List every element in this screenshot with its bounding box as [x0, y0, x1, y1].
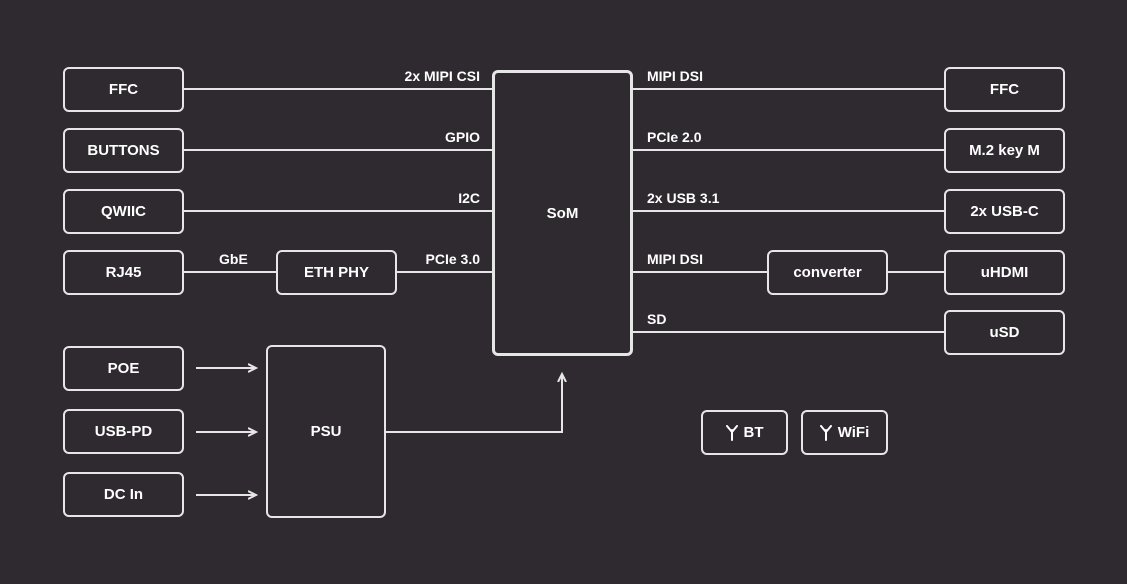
qwiic-label: QWIIC	[101, 203, 146, 220]
usd-label: uSD	[989, 324, 1020, 341]
converter-label: converter	[793, 264, 862, 281]
wifi-label: WiFi	[837, 424, 870, 441]
som-box: SoM	[492, 70, 633, 356]
poe-label: POE	[107, 360, 140, 377]
label-gbe: GbE	[219, 251, 248, 267]
ffc-in-box: FFC	[63, 67, 184, 112]
buttons-box: BUTTONS	[63, 128, 184, 173]
label-usb31: 2x USB 3.1	[647, 190, 720, 206]
label-i2c: I2C	[458, 190, 480, 206]
usbc-label: 2x USB-C	[970, 203, 1039, 220]
qwiic-box: QWIIC	[63, 189, 184, 234]
label-pcie2: PCIe 2.0	[647, 129, 702, 145]
psu-label: PSU	[310, 423, 342, 440]
arrow-psu-som	[386, 374, 562, 433]
usb-pd-box: USB-PD	[63, 409, 184, 454]
m2-box: M.2 key M	[944, 128, 1065, 173]
label-sd: SD	[647, 311, 667, 327]
uhdmi-label: uHDMI	[980, 264, 1029, 281]
psu-box: PSU	[266, 345, 386, 518]
label-mipi-dsi-1: MIPI DSI	[647, 68, 704, 84]
ffc-in-label: FFC	[108, 81, 139, 98]
dc-in-label: DC In	[103, 486, 144, 503]
ffc-out-box: FFC	[944, 67, 1065, 112]
usb-pd-label: USB-PD	[94, 423, 153, 440]
poe-box: POE	[63, 346, 184, 391]
converter-box: converter	[767, 250, 888, 295]
uhdmi-box: uHDMI	[944, 250, 1065, 295]
eth-phy-label: ETH PHY	[303, 264, 369, 281]
dc-in-box: DC In	[63, 472, 184, 517]
label-gpio: GPIO	[444, 129, 480, 145]
antenna-icon	[819, 424, 832, 441]
eth-phy-box: ETH PHY	[276, 250, 397, 295]
rj45-box: RJ45	[63, 250, 184, 295]
bt-label: BT	[743, 424, 764, 441]
wifi-box: WiFi	[801, 410, 888, 455]
bt-box: BT	[701, 410, 788, 455]
som-label: SoM	[546, 204, 579, 222]
rj45-label: RJ45	[105, 264, 142, 281]
label-mipi-dsi-2: MIPI DSI	[647, 251, 704, 267]
m2-label: M.2 key M	[969, 142, 1040, 159]
ffc-out-label: FFC	[989, 81, 1020, 98]
usd-box: uSD	[944, 310, 1065, 355]
label-pcie3: PCIe 3.0	[425, 251, 480, 267]
label-mipi-csi: 2x MIPI CSI	[404, 68, 480, 84]
antenna-icon	[725, 424, 738, 441]
usbc-box: 2x USB-C	[944, 189, 1065, 234]
buttons-label: BUTTONS	[87, 142, 160, 159]
